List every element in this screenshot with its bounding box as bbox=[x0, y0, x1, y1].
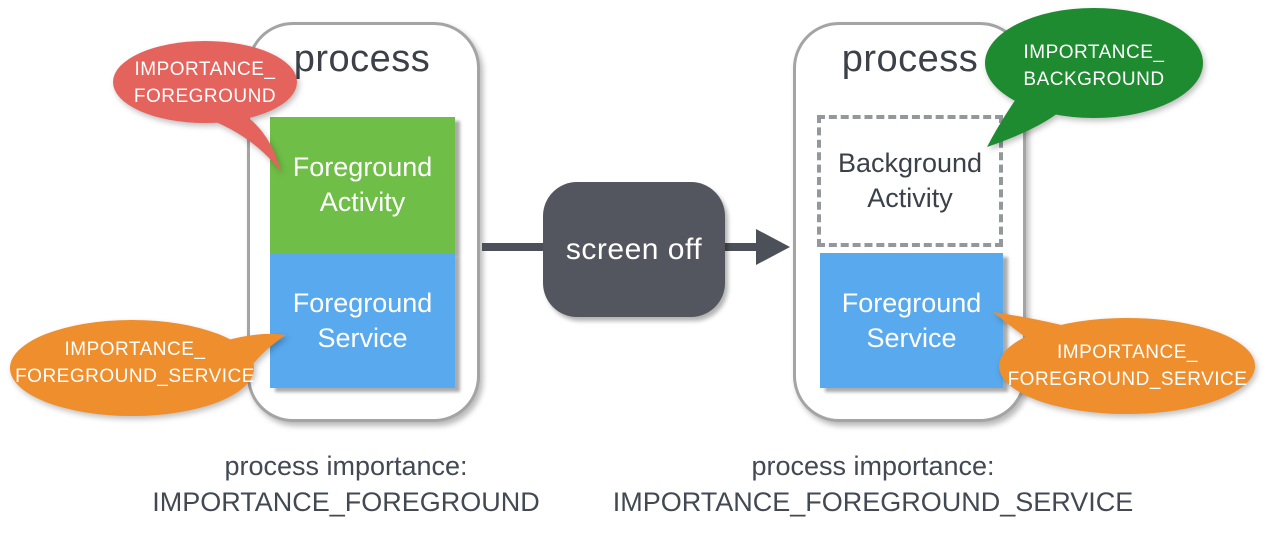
bubble-line: IMPORTANCE_ bbox=[64, 339, 206, 360]
caption-line: process importance: bbox=[751, 451, 995, 481]
background-activity-label: Background Activity bbox=[837, 148, 983, 213]
right-process-title: process bbox=[841, 38, 979, 80]
right-process-importance-caption: process importance: IMPORTANCE_FOREGROUN… bbox=[613, 448, 1134, 520]
importance-background-bubble-text: IMPORTANCE_ BACKGROUND bbox=[985, 39, 1203, 93]
bubble-line: FOREGROUND_SERVICE bbox=[1007, 369, 1248, 390]
bubble-line: BACKGROUND bbox=[1023, 69, 1165, 90]
caption-line: IMPORTANCE_FOREGROUND_SERVICE bbox=[612, 487, 1134, 517]
importance-foreground-service-bubble-right-text: IMPORTANCE_ FOREGROUND_SERVICE bbox=[1000, 339, 1255, 393]
caption-line: IMPORTANCE_FOREGROUND bbox=[152, 487, 540, 517]
importance-foreground-service-bubble-left-text: IMPORTANCE_ FOREGROUND_SERVICE bbox=[15, 336, 255, 390]
bubble-line: IMPORTANCE_ bbox=[134, 59, 276, 80]
screen-off-transition-box: screen off bbox=[543, 182, 725, 317]
left-process-title: process bbox=[293, 38, 431, 80]
importance-foreground-bubble-text: IMPORTANCE_ FOREGROUND bbox=[113, 56, 297, 110]
bubble-line: IMPORTANCE_ bbox=[1057, 342, 1198, 363]
bubble-line: FOREGROUND bbox=[133, 86, 277, 107]
foreground-service-box-right: Foreground Service bbox=[820, 253, 1003, 388]
foreground-service-box-left: Foreground Service bbox=[270, 253, 455, 388]
screen-off-label: screen off bbox=[565, 232, 703, 266]
foreground-service-label-right: Foreground Service bbox=[841, 287, 982, 353]
foreground-service-label-left: Foreground Service bbox=[292, 287, 433, 353]
caption-line: process importance: bbox=[224, 451, 468, 481]
bubble-line: FOREGROUND_SERVICE bbox=[15, 366, 255, 387]
foreground-activity-label: Foreground Activity bbox=[292, 152, 433, 217]
foreground-activity-box: Foreground Activity bbox=[270, 117, 455, 253]
left-process-importance-caption: process importance: IMPORTANCE_FOREGROUN… bbox=[152, 448, 540, 520]
background-activity-box: Background Activity bbox=[817, 115, 1003, 247]
bubble-line: IMPORTANCE_ bbox=[1023, 42, 1165, 63]
